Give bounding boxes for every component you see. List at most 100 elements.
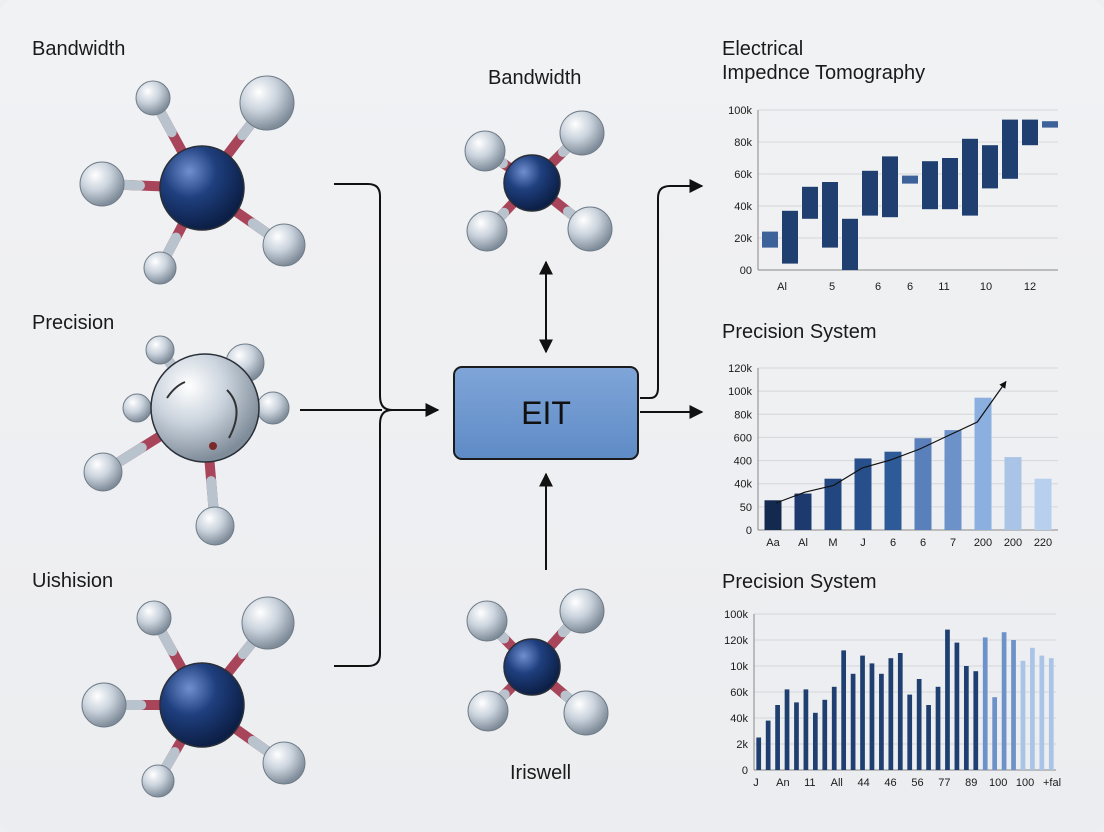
chart-3-bar	[765, 720, 771, 770]
label-bandwidth-center: Bandwidth	[488, 67, 582, 89]
chart-3-bar	[973, 671, 979, 770]
x-tick-label: Al	[798, 537, 808, 549]
center-atom	[159, 145, 245, 231]
chart-2-bar	[884, 451, 902, 530]
outer-atom	[559, 588, 605, 634]
chart-3-bar	[803, 689, 809, 770]
x-tick-label: 6	[920, 537, 926, 549]
chart-3-bar	[812, 712, 818, 770]
chart-1-bar	[1022, 119, 1038, 146]
chart-1-bar	[1002, 119, 1018, 179]
x-tick-label: All	[831, 777, 843, 789]
outer-atom	[195, 506, 235, 546]
y-tick-label: 20k	[734, 233, 752, 245]
x-tick-label: 44	[858, 777, 870, 789]
chart-3-bar	[963, 666, 969, 770]
y-tick-label: 100k	[728, 105, 752, 117]
x-tick-label: 200	[974, 537, 992, 549]
chart-3-bar	[945, 629, 950, 770]
x-tick-label: An	[776, 777, 789, 789]
chart-3-bar	[756, 737, 762, 770]
molecule-precision-left	[83, 335, 290, 546]
outer-atom	[136, 600, 172, 636]
molecule-iriswell-center	[466, 588, 609, 736]
outer-atom	[79, 161, 125, 207]
chart-3-bar	[1011, 640, 1016, 770]
outer-atom	[559, 110, 605, 156]
chart-3-bar	[822, 699, 828, 770]
y-tick-label: 40k	[730, 713, 748, 725]
chart-3-bar	[841, 650, 847, 770]
x-tick-label: 200	[1004, 537, 1022, 549]
chart-3-bar	[926, 705, 931, 770]
chart-3-bar	[850, 673, 856, 770]
chart-1-bar	[782, 210, 798, 264]
chart-1-bar	[982, 145, 998, 189]
chart-2-trend-line	[775, 380, 1007, 504]
label-precision-left: Precision	[32, 312, 115, 334]
chart-3-bar	[869, 663, 875, 770]
chart-1-title-line-1: Electrical	[722, 38, 804, 60]
chart-1-bar	[842, 218, 858, 270]
outer-atom	[83, 452, 123, 492]
x-tick-label: 100	[1016, 777, 1034, 789]
outer-atom	[135, 80, 171, 116]
outer-atom	[464, 130, 506, 172]
chart-3-bar	[888, 658, 894, 770]
eit-box: EIT	[453, 366, 639, 460]
chart-2-bar	[1034, 478, 1052, 530]
y-tick-label: 120k	[724, 635, 748, 647]
label-uishision-left: Uishision	[32, 570, 114, 592]
chart-3-bar	[860, 655, 865, 770]
y-tick-label: 100k	[724, 609, 748, 621]
chart-1-bar	[802, 186, 818, 219]
chart-3-bar	[935, 686, 941, 770]
chart-3-bar	[1001, 632, 1007, 770]
y-tick-label: 40k	[734, 479, 752, 491]
x-tick-label: 6	[890, 537, 896, 549]
chart-3-bar	[775, 705, 780, 770]
center-atom	[503, 154, 561, 212]
outer-atom	[241, 596, 295, 650]
chart-2-bar	[1004, 457, 1022, 530]
x-tick-label: 6	[907, 281, 913, 293]
molecule-bandwidth-center	[464, 110, 613, 252]
outer-atom	[466, 210, 508, 252]
x-tick-label: 12	[1024, 281, 1036, 293]
molecule-uishision-left	[81, 596, 306, 798]
chart-3-bar	[1020, 660, 1026, 770]
x-tick-label: J	[753, 777, 759, 789]
outer-atom	[143, 251, 177, 285]
center-atom	[503, 638, 561, 696]
x-tick-label: +fal	[1043, 777, 1061, 789]
molecule-bandwidth-left	[79, 75, 306, 285]
label-iriswell: Iriswell	[510, 762, 572, 784]
x-tick-label: 5	[829, 281, 835, 293]
y-tick-label: 00	[740, 265, 752, 277]
chart-3-bar	[1030, 647, 1035, 770]
chart-1-bar	[942, 158, 958, 210]
y-tick-label: 2k	[736, 739, 748, 751]
y-tick-label: 40k	[734, 201, 752, 213]
chart-2-bar	[854, 458, 872, 530]
outer-atom	[122, 393, 152, 423]
x-tick-label: 100	[989, 777, 1007, 789]
outer-atom	[256, 391, 290, 425]
x-tick-label: 10	[980, 281, 992, 293]
outer-atom	[145, 335, 175, 365]
chart-3-bar	[916, 679, 922, 770]
chart-2-bar	[944, 430, 962, 530]
chart-3-bar	[1039, 655, 1045, 770]
x-tick-label: 6	[875, 281, 881, 293]
outer-atom	[466, 600, 508, 642]
center-atom	[150, 353, 260, 463]
y-tick-label: 80k	[734, 137, 752, 149]
bracket-bottom	[334, 409, 393, 667]
chart-3-bar	[831, 686, 837, 770]
y-tick-label: 80k	[734, 409, 752, 421]
x-tick-label: Aa	[766, 537, 780, 549]
x-tick-label: 7	[950, 537, 956, 549]
outer-atom	[141, 764, 175, 798]
